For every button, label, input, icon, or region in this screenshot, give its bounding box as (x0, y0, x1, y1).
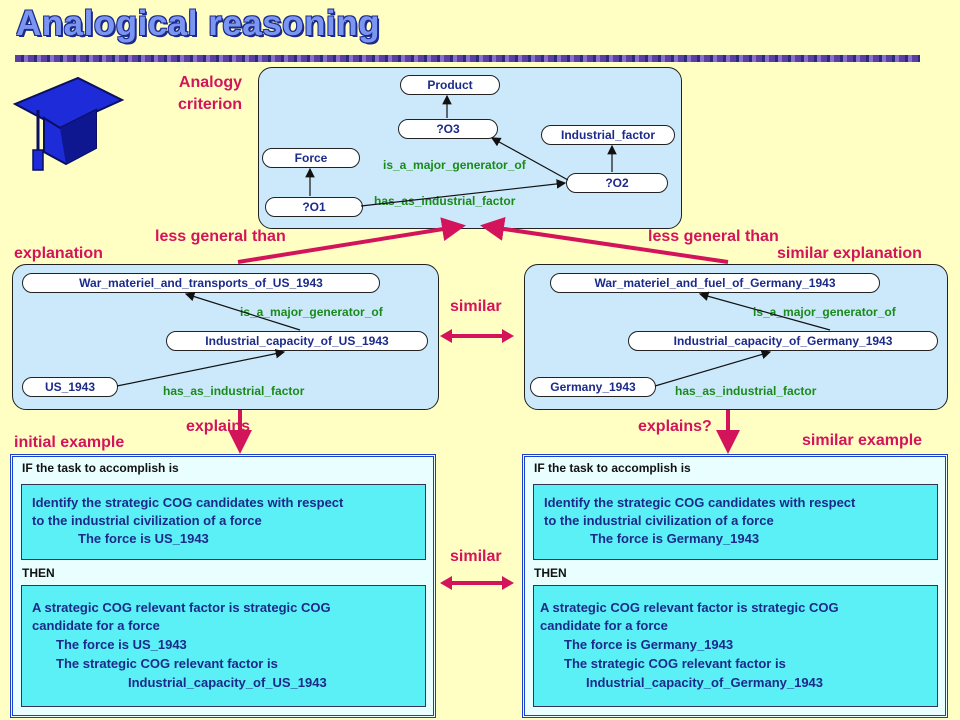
left-if-line1: Identify the strategic COG candidates wi… (32, 495, 344, 510)
similar-top-label: similar (450, 298, 502, 315)
right-generator-relation: is_a_major_generator_of (753, 305, 896, 319)
criterion-generator-relation: is_a_major_generator_of (383, 158, 526, 172)
left-then-line1: A strategic COG relevant factor is strat… (32, 600, 331, 615)
right-industrial-relation: has_as_industrial_factor (675, 384, 817, 398)
right-then-line1: A strategic COG relevant factor is strat… (540, 600, 839, 615)
right-then-line5: Industrial_capacity_of_Germany_1943 (586, 675, 824, 690)
right-if-label: IF the task to accomplish is (534, 461, 691, 475)
left-then-box: A strategic COG relevant factor is strat… (21, 585, 426, 707)
similar-explanation-label: similar explanation (777, 245, 922, 262)
industrial-factor-node: Industrial_factor (541, 125, 675, 145)
right-then-box: A strategic COG relevant factor is strat… (533, 585, 938, 707)
right-if-box: Identify the strategic COG candidates wi… (533, 484, 938, 560)
left-then-line3: The force is US_1943 (56, 637, 187, 652)
left-then-label: THEN (22, 566, 55, 580)
left-industrial-relation: has_as_industrial_factor (163, 384, 305, 398)
initial-example-label: initial example (14, 434, 125, 451)
similar-bottom-double-arrow (440, 576, 514, 590)
analogy-criterion-label: Analogy criterion (178, 74, 243, 113)
right-then-label: THEN (534, 566, 567, 580)
right-if-line2: to the industrial civilization of a forc… (544, 513, 774, 528)
left-then-line4: The strategic COG relevant factor is (56, 656, 278, 671)
left-if-box: Identify the strategic COG candidates wi… (21, 484, 426, 560)
o2-node: ?O2 (566, 173, 668, 193)
less-general-left-label: less general than (155, 228, 286, 245)
left-then-line2: candidate for a force (32, 618, 160, 633)
left-if-line3: The force is US_1943 (78, 531, 209, 546)
less-general-right-label: less general than (648, 228, 779, 245)
right-if-line1: Identify the strategic COG candidates wi… (544, 495, 856, 510)
similar-top-double-arrow (440, 329, 514, 343)
right-then-line3: The force is Germany_1943 (564, 637, 734, 652)
left-generator-relation: is_a_major_generator_of (240, 305, 383, 319)
left-if-line2: to the industrial civilization of a forc… (32, 513, 262, 528)
right-middle-node: Industrial_capacity_of_Germany_1943 (628, 331, 938, 351)
left-then-line5: Industrial_capacity_of_US_1943 (128, 675, 327, 690)
right-then-line4: The strategic COG relevant factor is (564, 656, 786, 671)
right-top-node: War_materiel_and_fuel_of_Germany_1943 (550, 273, 880, 293)
right-bottom-node: Germany_1943 (530, 377, 656, 397)
right-then-line2: candidate for a force (540, 618, 668, 633)
explains-right-label: explains? (638, 418, 712, 435)
left-bottom-node: US_1943 (22, 377, 118, 397)
right-if-line3: The force is Germany_1943 (590, 531, 760, 546)
page-title: Analogical reasoning (16, 4, 380, 43)
o1-node: ?O1 (265, 197, 363, 217)
left-if-label: IF the task to accomplish is (22, 461, 179, 475)
similar-example-label: similar example (802, 432, 923, 449)
left-middle-node: Industrial_capacity_of_US_1943 (166, 331, 428, 351)
o3-node: ?O3 (398, 119, 498, 139)
similar-bottom-label: similar (450, 548, 502, 565)
explanation-label: explanation (14, 245, 103, 262)
left-top-node: War_materiel_and_transports_of_US_1943 (22, 273, 380, 293)
explains-left-label: explains (186, 418, 251, 435)
criterion-industrial-relation: has_as_industrial_factor (374, 194, 516, 208)
force-node: Force (262, 148, 360, 168)
product-node: Product (400, 75, 500, 95)
title-divider (15, 55, 920, 62)
